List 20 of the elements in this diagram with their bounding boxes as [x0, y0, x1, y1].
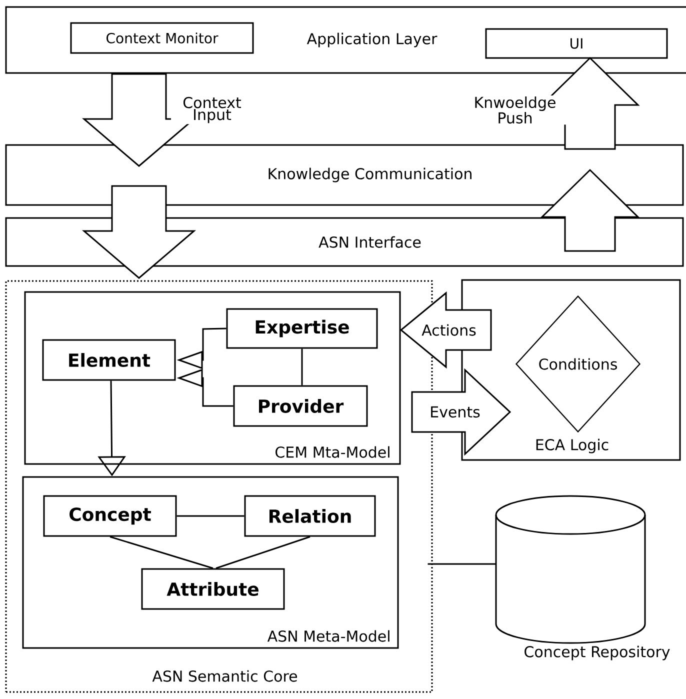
- edge-label: Knwoeldge Push: [464, 95, 566, 125]
- block-arrow: [82, 185, 196, 279]
- connector-line: [110, 536, 214, 569]
- connector-line: [301, 348, 303, 386]
- connector-line: [176, 515, 244, 517]
- layer-band: ASN Interface: [5, 217, 684, 267]
- connector-line: [428, 563, 496, 565]
- class-box: Relation: [244, 495, 376, 537]
- node-label: Concept Repository: [524, 646, 670, 660]
- class-box: Attribute: [141, 568, 285, 610]
- connector-line: [216, 536, 310, 569]
- edge-label: Context Input: [171, 96, 253, 124]
- class-box: Provider: [233, 385, 368, 427]
- class-box: Element: [42, 339, 176, 381]
- class-box: Expertise: [226, 308, 378, 349]
- class-box: Concept: [43, 495, 177, 537]
- database-cylinder: Concept Repository: [495, 495, 670, 660]
- component-box: Context Monitor: [70, 22, 254, 54]
- component-box: UI: [485, 28, 668, 59]
- block-arrow: [540, 168, 640, 252]
